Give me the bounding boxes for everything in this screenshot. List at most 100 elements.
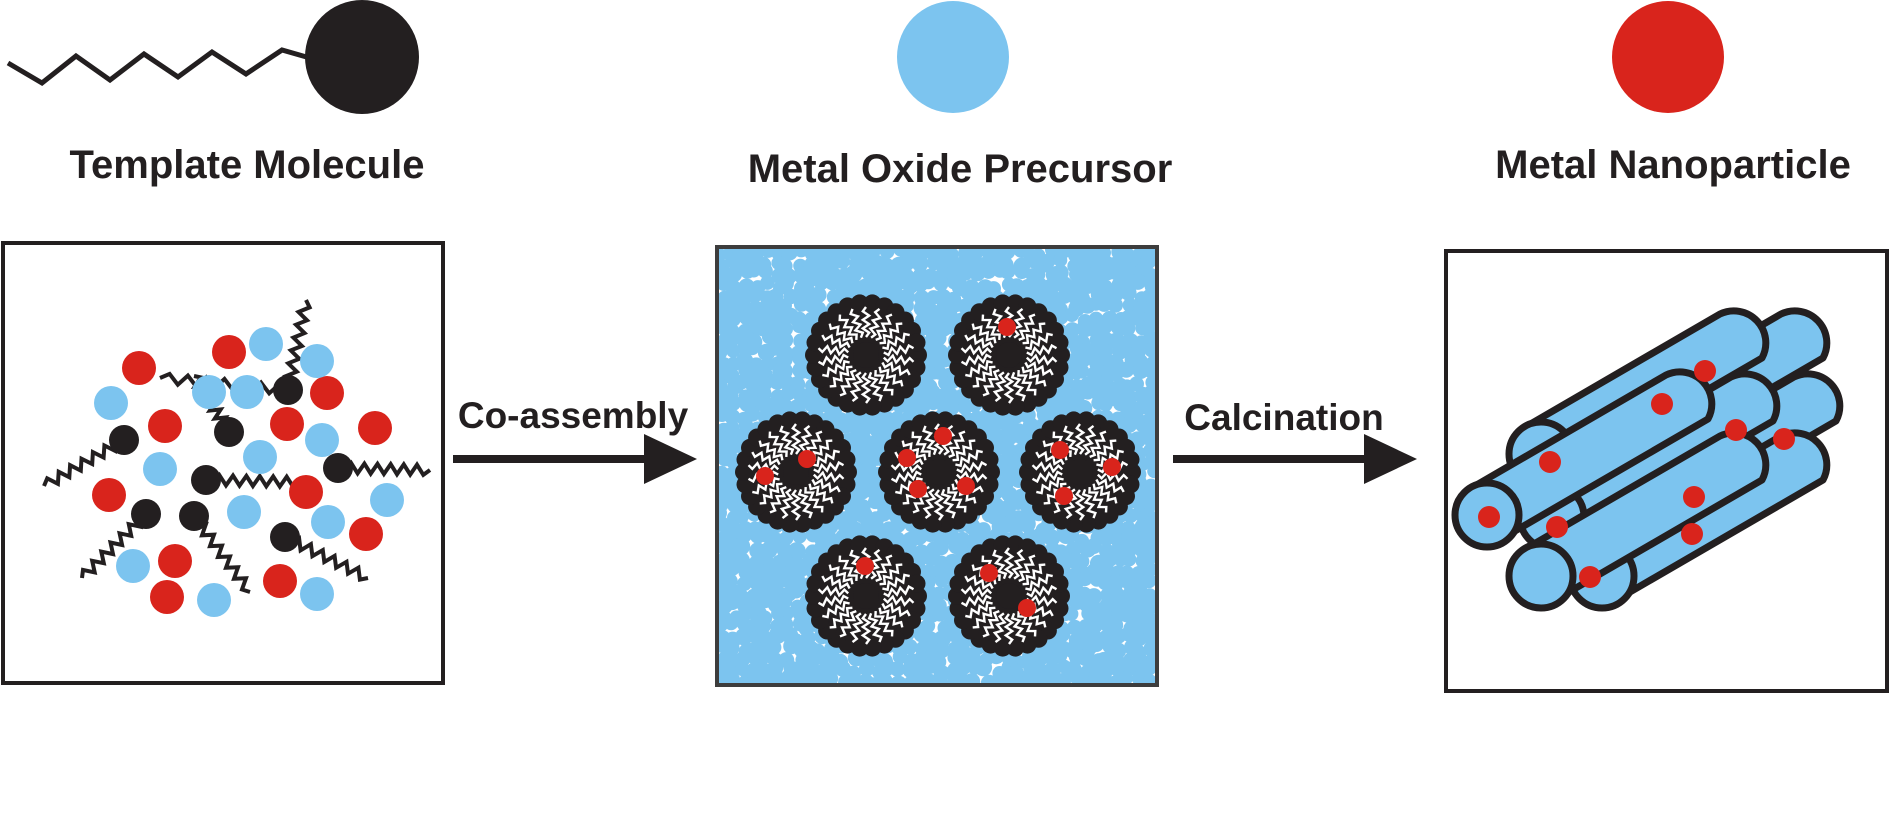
precursor-particle [723, 438, 741, 456]
template-tail [875, 313, 893, 342]
precursor-particle [717, 345, 728, 361]
precursor-particle [1064, 307, 1080, 323]
template-tail [779, 425, 795, 456]
template-head [131, 499, 161, 529]
precursor-particle [94, 386, 128, 420]
precursor-particle [1054, 673, 1071, 685]
precursor-particle [981, 263, 997, 279]
precursor-particle [143, 452, 177, 486]
template-tail [955, 470, 988, 483]
template-tail [952, 439, 976, 462]
template-tail [1011, 548, 1026, 580]
precursor-particle [792, 529, 807, 544]
template-tail [874, 611, 894, 637]
template-tail [1017, 611, 1037, 637]
template-tail [790, 423, 802, 455]
precursor-particle [746, 288, 762, 304]
precursor-particle [974, 658, 993, 677]
template-tail [1010, 371, 1026, 402]
template-tail [964, 574, 994, 590]
template-tail [948, 430, 966, 459]
template-tail [1074, 489, 1086, 521]
nanoparticle [1694, 360, 1716, 382]
nanoparticle [1683, 486, 1705, 508]
template-head [191, 465, 221, 495]
template-tail [883, 343, 915, 357]
precursor-particle [930, 330, 947, 346]
template-tail [822, 359, 850, 378]
precursor-particle [759, 671, 775, 685]
template-tail [901, 440, 927, 461]
precursor-particle [1141, 572, 1157, 589]
micelle-panel [715, 245, 1159, 687]
precursor-particle [1074, 553, 1090, 570]
precursor-particle [1077, 570, 1093, 587]
nanoparticle [934, 427, 952, 445]
template-tail [960, 585, 993, 598]
template-molecule-label: Template Molecule [70, 143, 425, 187]
precursor-particle [779, 531, 794, 546]
precursor-particle [1053, 624, 1071, 643]
precursor-particle [760, 275, 775, 290]
precursor-particle [759, 554, 774, 569]
precursor-particle [1118, 361, 1135, 378]
precursor-particle [1095, 319, 1112, 336]
precursor-particle [768, 626, 787, 644]
precursor-particle [876, 506, 892, 522]
precursor-particle [1074, 349, 1092, 368]
template-tail [1018, 313, 1036, 342]
template-tail [817, 353, 849, 367]
precursor-particle [735, 661, 750, 677]
template-head [109, 425, 139, 455]
template-tail [960, 594, 992, 608]
nanoparticle [263, 564, 297, 598]
template-tail [1089, 430, 1107, 459]
precursor-particle [781, 385, 797, 401]
precursor-particle [724, 594, 741, 611]
template-tail [868, 548, 883, 580]
legend-template-molecule: Template Molecule [6, 0, 425, 187]
precursor-particle [899, 256, 915, 272]
template-tail [1036, 476, 1064, 495]
template-tail [811, 478, 841, 494]
precursor-particle [1074, 363, 1090, 379]
template-tail [1031, 461, 1064, 474]
precursor-particle [1142, 385, 1157, 402]
template-tail [1025, 332, 1053, 351]
template-tail [868, 307, 883, 339]
template-tail [1093, 439, 1117, 462]
template-tail [911, 431, 931, 457]
template-tail [922, 425, 938, 456]
nanorod [1505, 429, 1770, 612]
precursor-particle [889, 675, 908, 685]
template-tail [1024, 361, 1054, 377]
template-tail [758, 440, 784, 461]
precursor-particle [249, 327, 283, 361]
precursor-particle [957, 298, 974, 315]
precursor-particle [766, 570, 784, 588]
nanoparticle [957, 477, 975, 495]
template-tail [867, 612, 883, 643]
precursor-particle [1118, 671, 1133, 685]
precursor-particle [746, 263, 761, 278]
template-head [214, 417, 244, 447]
precursor-particle [921, 274, 936, 290]
metal-oxide-precursor-label: Metal Oxide Precursor [748, 147, 1173, 191]
template-tail [1081, 488, 1097, 519]
precursor-particle [934, 573, 949, 588]
nanoparticle [798, 450, 816, 468]
template-tail [159, 371, 290, 397]
nanoparticle [158, 544, 192, 578]
precursor-particle [230, 375, 264, 409]
precursor-particle [901, 638, 918, 655]
precursor-particle [1075, 626, 1092, 643]
nanoparticle [270, 407, 304, 441]
template-tail [1003, 613, 1015, 645]
nanoparticle [358, 411, 392, 445]
template-tail [890, 461, 923, 474]
precursor-particle [1018, 515, 1036, 533]
precursor-particle [941, 317, 958, 335]
precursor-particle [933, 540, 949, 556]
mixture-template-tails [42, 299, 432, 594]
